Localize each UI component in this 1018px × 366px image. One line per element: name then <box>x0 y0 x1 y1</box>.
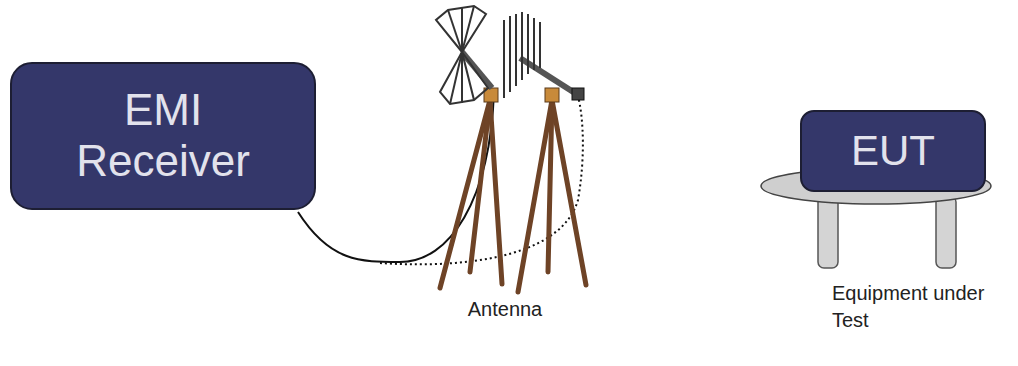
box-label: EUT <box>851 127 935 175</box>
biconical-antenna <box>436 6 488 104</box>
table-leg <box>818 196 838 268</box>
box-label: EMI Receiver <box>53 85 273 186</box>
log-periodic-antenna <box>504 12 540 98</box>
instrument-box: EMI Receiver <box>10 62 316 210</box>
caption-label: Antenna <box>440 296 570 323</box>
tripod <box>518 100 586 292</box>
antenna-cable <box>298 92 494 262</box>
table-leg <box>936 196 956 268</box>
instrument-box: EUT <box>800 110 986 192</box>
tripod-head <box>545 88 559 102</box>
caption-label: Equipment under Test <box>832 280 1002 334</box>
tripod <box>440 100 502 288</box>
antenna-connector <box>572 88 584 100</box>
